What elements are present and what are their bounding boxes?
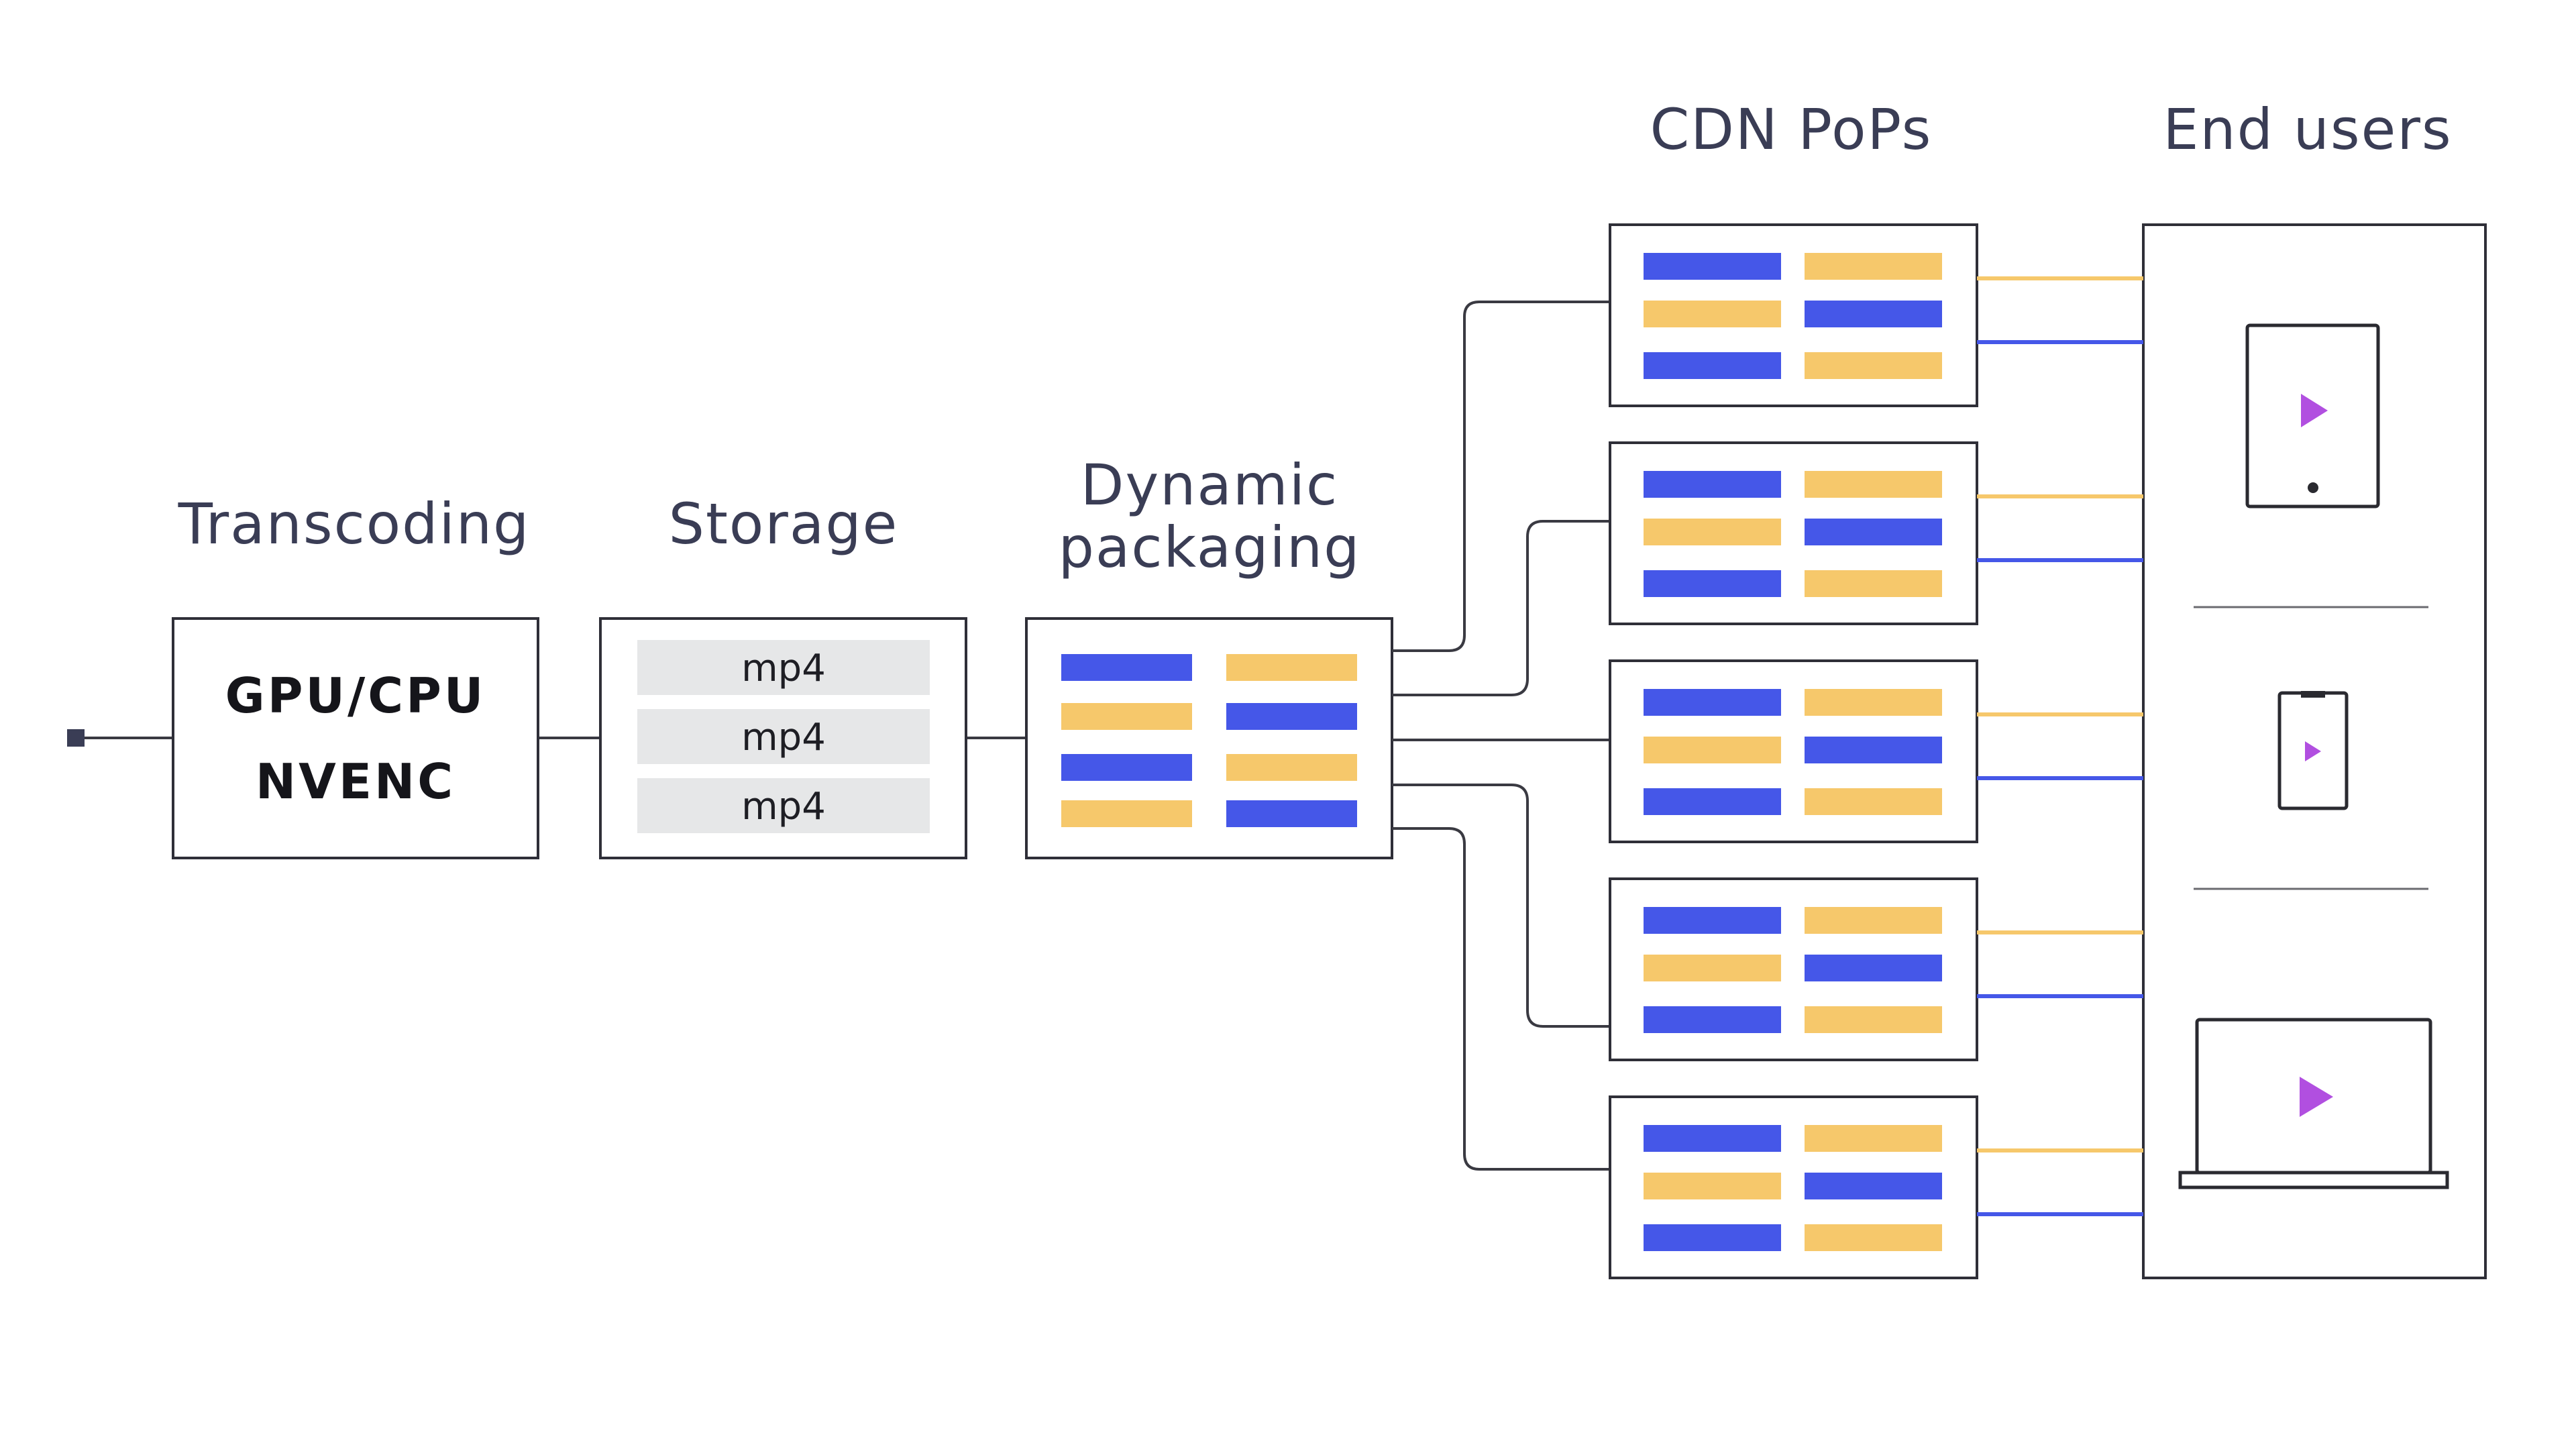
cdn-segment [1644,1224,1781,1251]
cdn-segment [1805,519,1942,545]
cdn-segment [1644,471,1781,498]
storage-file-3-label: mp4 [741,785,826,828]
cdn-segment [1805,955,1942,981]
transcoding-box: GPU/CPU NVENC [172,617,539,859]
cdn-segment [1805,352,1942,379]
cdn-segment [1805,1006,1942,1033]
gpu-cpu-text: GPU/CPU [225,667,486,724]
storage-label: Storage [669,491,899,557]
tablet-icon [2245,323,2380,508]
packaging-segment [1226,800,1357,827]
cdn-segment [1644,1006,1781,1033]
cdn-segment [1644,519,1781,545]
connector-pop-2 [1392,520,1610,696]
connector-pop-4 [1392,784,1610,1028]
cdn-to-users-connections [1977,276,2143,1216]
cdn-segment [1805,788,1942,815]
transcoding-label: Transcoding [178,491,531,557]
cdn-pop-box [1609,877,1978,1061]
cdn-segment [1805,301,1942,327]
cdn-segment [1644,907,1781,934]
cdn-segment [1805,570,1942,597]
cdn-segment [1644,788,1781,815]
cdn-segment [1644,352,1781,379]
storage-file-2-label: mp4 [741,716,826,759]
cdn-segment [1805,1224,1942,1251]
packaging-to-cdn-connectors [1392,301,1610,1171]
cdn-segment [1805,1125,1942,1152]
nvenc-text: NVENC [256,753,455,810]
cdn-segment [1805,689,1942,716]
storage-file-1 [637,640,930,695]
connector-pop-1 [1392,301,1610,652]
cdn-segment [1805,737,1942,763]
play-icon [2301,394,2328,427]
cdn-segment [1805,253,1942,280]
cdn-segment [1644,737,1781,763]
play-icon [2300,1077,2333,1117]
cdn-segment [1805,907,1942,934]
cdn-pops [1609,223,1978,1279]
cdn-pop-box [1609,441,1978,625]
input-marker [67,729,85,747]
packaging-label-line-2: packaging [1059,515,1361,580]
storage-file-3 [637,778,930,833]
cdn-segment [1805,1173,1942,1199]
cdn-pop-box [1609,1095,1978,1279]
cdn-segment [1644,689,1781,716]
storage-file-1-label: mp4 [741,647,826,690]
packaging-segment [1061,800,1192,827]
packaging-segment [1061,703,1192,730]
laptop-icon [2178,1018,2449,1189]
packaging-box [1025,617,1393,859]
storage-box: mp4 mp4 mp4 [599,617,967,859]
cdn-segment [1644,301,1781,327]
connector-pop-5 [1392,827,1610,1171]
cdn-pop-box [1609,223,1978,407]
cdn-segment [1805,471,1942,498]
packaging-segment [1061,754,1192,781]
cdn-segment [1644,570,1781,597]
end-users-label: End users [2163,97,2452,162]
packaging-segment [1226,703,1357,730]
storage-file-2 [637,709,930,764]
packaging-segment [1061,654,1192,681]
cdn-pops-label: CDN PoPs [1650,97,1933,162]
packaging-label-line-1: Dynamic [1081,452,1338,518]
cdn-segment [1644,955,1781,981]
cdn-segment [1644,1125,1781,1152]
play-icon [2305,741,2321,761]
packaging-segment [1226,654,1357,681]
phone-icon [2277,691,2349,810]
cdn-segment [1644,1173,1781,1199]
end-users-panel [2142,223,2487,1279]
cdn-pop-box [1609,659,1978,843]
packaging-segment [1226,754,1357,781]
cdn-segment [1644,253,1781,280]
